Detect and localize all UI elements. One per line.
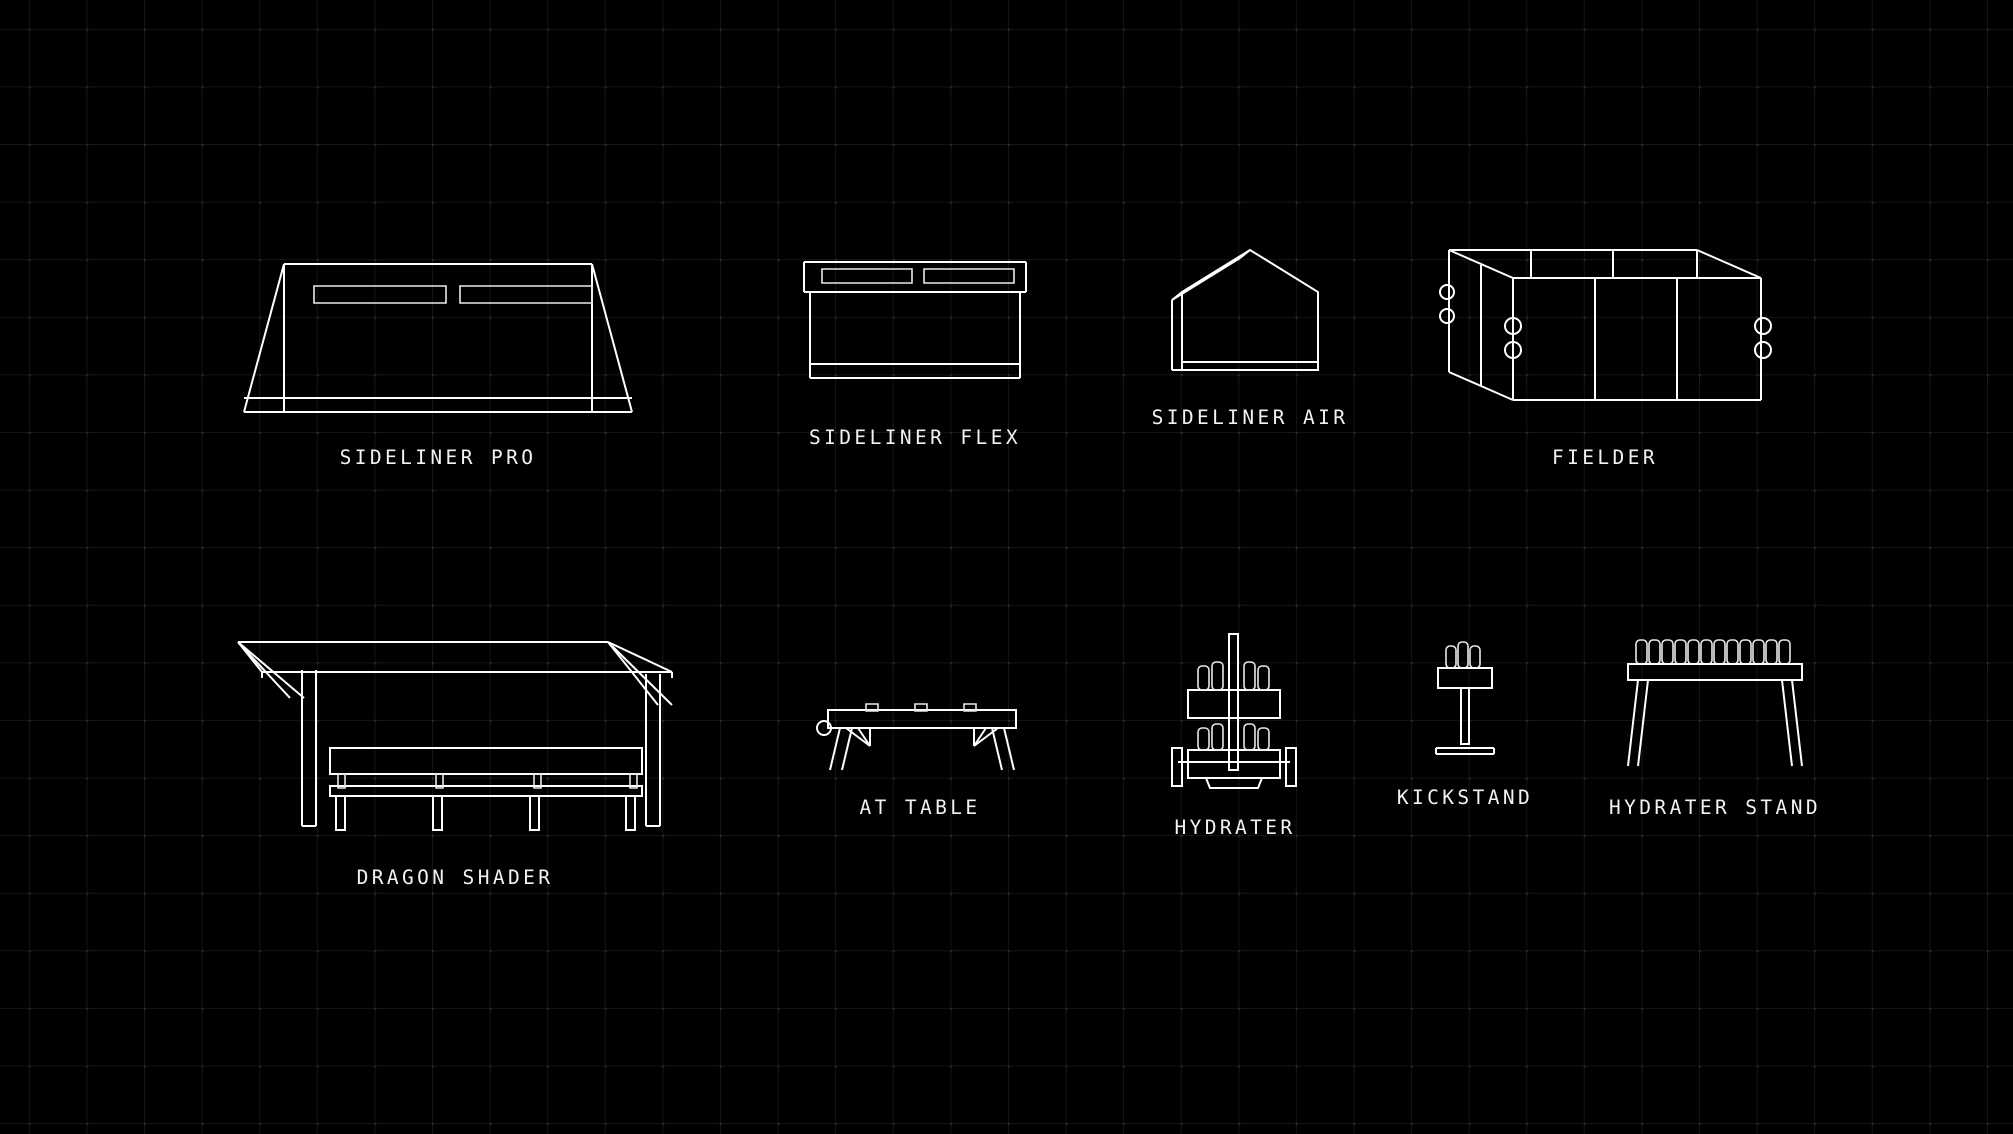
product-label-sideliner-pro: SIDELINER PRO [339,446,537,469]
fielder-icon [1445,240,1765,420]
product-label-sideliner-flex: SIDELINER FLEX [809,426,1021,449]
product-card-kickstand[interactable]: KICKSTAND [1370,630,1560,809]
sideliner-air-icon [1170,240,1330,380]
product-label-at-table: AT TABLE [859,796,981,819]
hydrater-icon [1170,630,1300,790]
hydrater-stand-icon [1620,630,1810,770]
product-card-fielder[interactable]: FIELDER [1430,240,1780,469]
product-label-hydrater-stand: HYDRATER STAND [1609,796,1821,819]
product-card-sideliner-flex[interactable]: SIDELINER FLEX [770,240,1060,449]
product-label-hydrater: HYDRATER [1174,816,1296,839]
sideliner-pro-icon [242,240,634,420]
product-card-sideliner-air[interactable]: SIDELINER AIR [1105,240,1395,429]
product-card-hydrater[interactable]: HYDRATER [1125,630,1345,839]
product-card-hydrater-stand[interactable]: HYDRATER STAND [1575,630,1855,819]
product-card-dragon-shader[interactable]: DRAGON SHADER [230,630,680,889]
dragon-shader-icon [234,630,676,840]
sideliner-flex-icon [800,240,1030,400]
kickstand-icon [1422,630,1508,760]
product-label-dragon-shader: DRAGON SHADER [356,866,554,889]
at-table-icon [818,630,1023,770]
product-label-sideliner-air: SIDELINER AIR [1151,406,1349,429]
product-label-fielder: FIELDER [1552,446,1658,469]
product-label-kickstand: KICKSTAND [1396,786,1534,809]
product-card-sideliner-pro[interactable]: SIDELINER PRO [238,240,638,469]
product-card-at-table[interactable]: AT TABLE [790,630,1050,819]
